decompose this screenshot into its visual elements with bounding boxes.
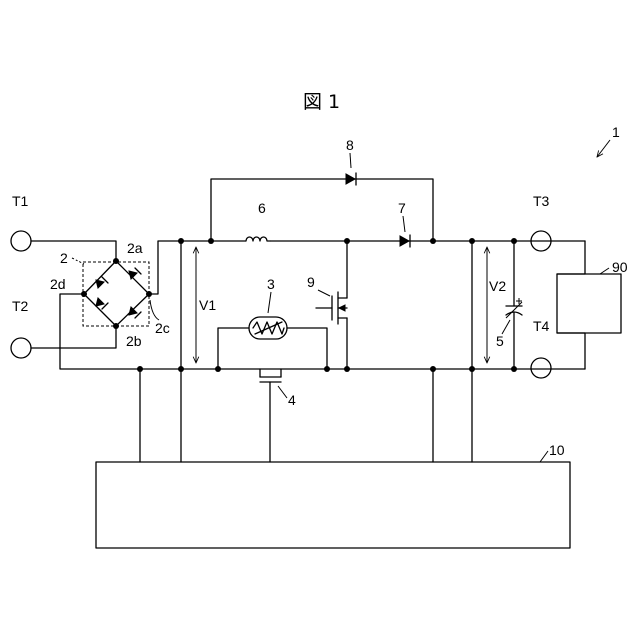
v1-label: V1 <box>199 297 216 313</box>
bypass-diode-8: 8 <box>211 137 433 241</box>
inductor-6-label: 6 <box>258 200 266 216</box>
svg-text:T3: T3 <box>533 193 550 209</box>
input-wiring <box>31 241 514 369</box>
relay-4: 4 <box>260 369 296 462</box>
terminal-t3: T3 <box>531 193 551 251</box>
relay-4-label: 4 <box>288 392 296 408</box>
diode-7-label: 7 <box>398 200 406 216</box>
figure-title: 図 1 <box>303 91 340 113</box>
controller-wiring <box>140 369 433 462</box>
load-90: 90 <box>557 259 628 333</box>
capacitor-5: 5 <box>496 241 522 369</box>
figure-ref-label: 1 <box>612 124 620 140</box>
capacitor-5-label: 5 <box>496 333 504 349</box>
load-90-label: 90 <box>612 259 628 275</box>
voltage-v2: V2 <box>472 241 506 462</box>
node-2d-label: 2d <box>50 276 66 292</box>
voltage-v1: V1 <box>181 241 216 462</box>
svg-text:T1: T1 <box>12 193 29 209</box>
switch-9-label: 9 <box>307 274 315 290</box>
node-2c-label: 2c <box>155 320 170 336</box>
terminal-t2: T2 <box>11 298 31 358</box>
thermistor-3-label: 3 <box>267 276 275 292</box>
controller-10: 10 <box>96 442 570 548</box>
diode-8-label: 8 <box>346 137 354 153</box>
rails <box>514 241 585 369</box>
node-2b-label: 2b <box>126 333 142 349</box>
svg-text:T2: T2 <box>12 298 29 314</box>
terminal-t1: T1 <box>11 193 31 251</box>
bridge-ref-label: 2 <box>60 250 68 266</box>
inductor-6: 6 <box>246 200 270 246</box>
node-2a-label: 2a <box>127 240 143 256</box>
v2-label: V2 <box>489 278 506 294</box>
svg-text:T4: T4 <box>533 318 550 334</box>
controller-10-label: 10 <box>549 442 565 458</box>
figure-ref-arrow <box>597 140 610 157</box>
diode-7: 7 <box>398 200 410 247</box>
